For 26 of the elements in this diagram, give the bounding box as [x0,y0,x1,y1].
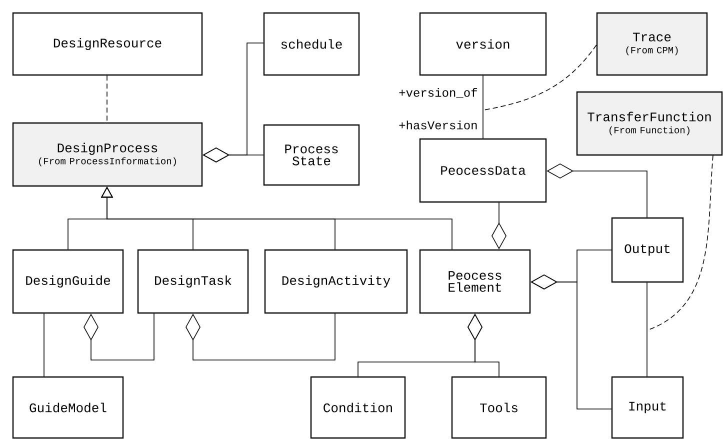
role-label: +hasVersion [399,120,477,130]
class-box: DesignActivity [264,249,408,314]
class-box: Tools [451,376,547,439]
class-box: Input [611,376,684,439]
connector [186,313,336,360]
class-box: Process State [263,124,360,186]
class-box: Condition [310,376,406,439]
class-box: Output [611,217,684,283]
class-box: TransferFunction (From Function) [576,91,723,156]
class-box: version [419,12,547,76]
connector [84,313,154,360]
connector [646,282,648,377]
class-box: GuideModel [12,376,124,439]
leader-line [484,44,597,110]
class-box: PeocessData [419,138,547,203]
class-box: DesignTask [137,249,249,314]
class-box: DesignResource [12,12,203,76]
role-label: +version_of [398,87,479,99]
class-box: DesignGuide [12,249,124,314]
leader-line [648,155,714,330]
class-box: Trace (From CPM) [596,12,708,76]
connector [106,75,108,123]
class-box: DesignProcess (From ProcessInformation) [12,122,203,187]
class-box: Peocess Element [419,249,531,314]
class-box: schedule [263,12,360,76]
connector [482,75,484,139]
